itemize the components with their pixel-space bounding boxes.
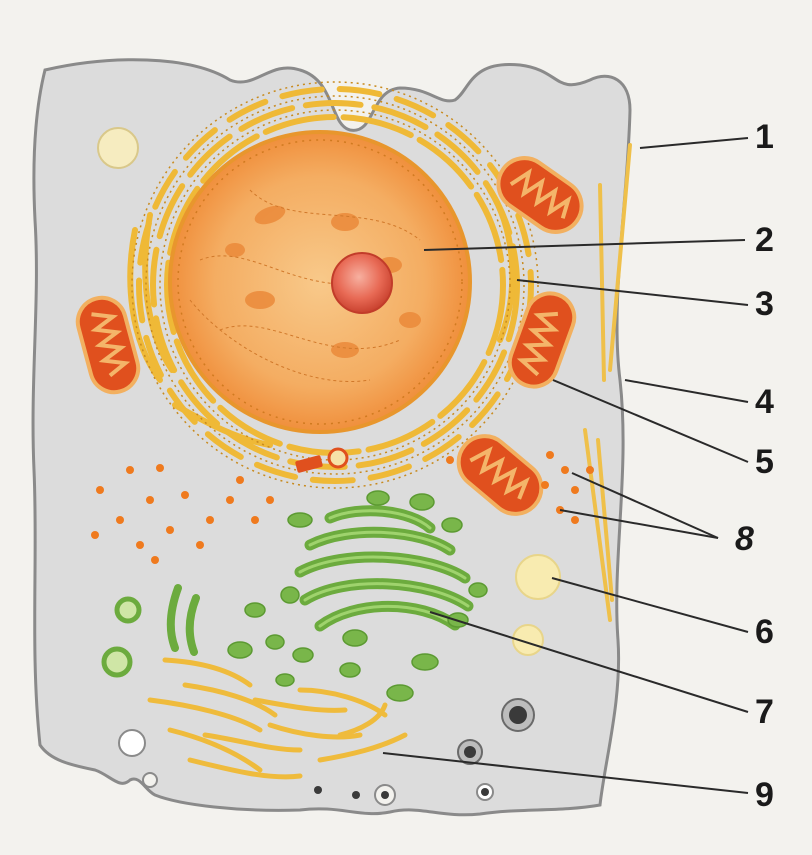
label-6: 6	[755, 613, 774, 651]
nucleus	[170, 132, 470, 432]
label-9: 9	[755, 776, 774, 814]
granule	[352, 791, 360, 799]
leader-line-4	[625, 380, 748, 402]
vacuole	[516, 555, 560, 599]
leader-line-1	[640, 138, 748, 148]
granule	[314, 786, 322, 794]
lysosome	[104, 649, 130, 675]
granule	[481, 788, 489, 796]
vesicle-top-left	[98, 128, 138, 168]
secretory-granule-core	[464, 746, 476, 758]
label-3: 3	[755, 285, 774, 323]
label-5: 5	[755, 443, 774, 481]
nucleolus	[332, 253, 392, 313]
secretory-granule-core	[509, 706, 527, 724]
label-7: 7	[755, 693, 774, 731]
lysosome	[117, 599, 139, 621]
label-1: 1	[755, 118, 774, 156]
granule	[381, 791, 389, 799]
label-8: 8	[735, 520, 754, 558]
label-2: 2	[755, 221, 774, 259]
label-4: 4	[755, 383, 774, 421]
vesicle	[119, 730, 145, 756]
centriole	[329, 449, 347, 467]
membrane-pocket-icon	[143, 773, 157, 787]
